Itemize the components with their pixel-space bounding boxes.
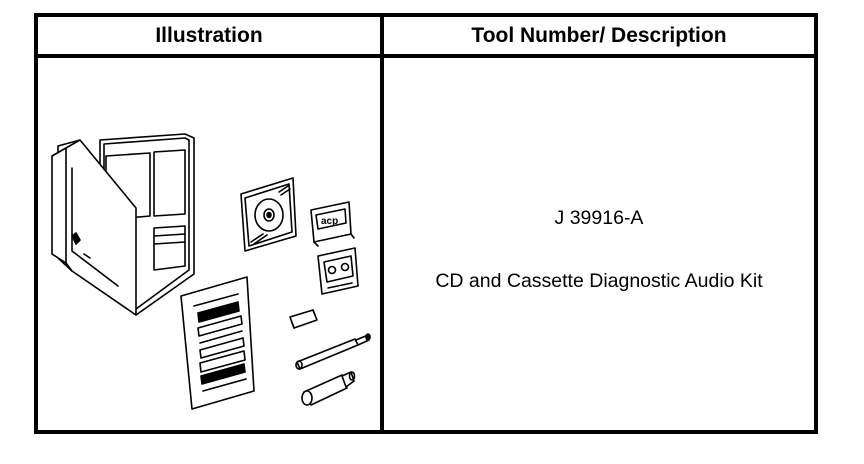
tool-number: J 39916-A xyxy=(554,207,644,229)
tool-table: Illustration Tool Number/ Description xyxy=(34,13,818,434)
cassette-tape-icon xyxy=(317,247,359,295)
column-divider xyxy=(380,17,384,430)
instruction-sheet-icon xyxy=(180,276,255,410)
audio-kit-illustration: acp xyxy=(51,133,371,410)
cleaning-swab-icon xyxy=(301,371,356,406)
cassette-tape-icon: acp xyxy=(310,201,355,247)
binder-case-icon xyxy=(51,133,195,316)
illustration-header: Illustration xyxy=(155,23,263,47)
illustration-cell: acp xyxy=(38,58,380,430)
description-cell: J 39916-A CD and Cassette Diagnostic Aud… xyxy=(384,58,814,430)
cassette-label: acp xyxy=(321,216,338,227)
compact-disc-icon xyxy=(240,177,297,252)
description-header: Tool Number/ Description xyxy=(471,23,727,47)
connector-plug-icon xyxy=(289,309,318,329)
table-header-row: Illustration Tool Number/ Description xyxy=(38,17,814,58)
probe-tool-icon xyxy=(295,333,371,370)
tool-description: CD and Cassette Diagnostic Audio Kit xyxy=(435,270,763,292)
